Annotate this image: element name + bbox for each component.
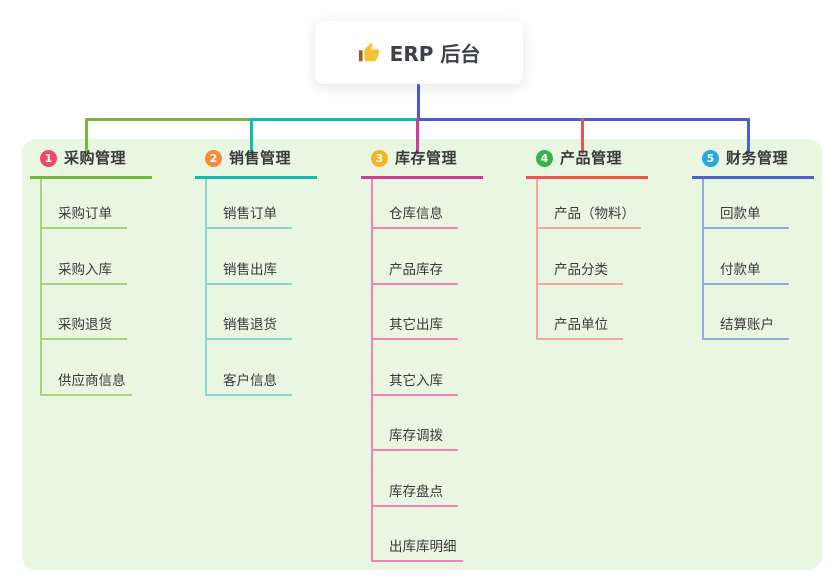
child-node-label: 供应商信息 bbox=[42, 373, 132, 396]
root-node[interactable]: ERP 后台 bbox=[315, 21, 523, 84]
drop-line-inventory bbox=[416, 118, 419, 154]
branch-number-badge: 5 bbox=[702, 149, 719, 167]
child-node-label: 其它出库 bbox=[373, 317, 458, 340]
child-node-label: 付款单 bbox=[704, 262, 789, 285]
branch-label: 采购管理 bbox=[64, 149, 127, 167]
drop-line-product bbox=[581, 118, 584, 154]
branch-number-badge: 2 bbox=[205, 149, 222, 167]
branch-purchase-children: 采购订单 采购入库 采购退货 供应商信息 bbox=[40, 179, 190, 396]
branch-product-header[interactable]: 4 产品管理 bbox=[526, 148, 648, 179]
child-node[interactable]: 其它出库 bbox=[373, 285, 521, 340]
child-node-label: 销售订单 bbox=[207, 206, 292, 229]
child-node[interactable]: 产品单位 bbox=[538, 285, 686, 340]
branch-number-badge: 1 bbox=[40, 149, 57, 167]
branch-purchase-header[interactable]: 1 采购管理 bbox=[30, 148, 152, 179]
child-node-label: 产品分类 bbox=[538, 262, 623, 285]
child-node[interactable]: 产品库存 bbox=[373, 229, 521, 285]
drop-line-finance bbox=[747, 118, 750, 154]
child-node-label: 产品（物料） bbox=[538, 206, 641, 229]
child-node[interactable]: 采购订单 bbox=[42, 179, 190, 229]
branch-number-badge: 4 bbox=[536, 149, 553, 167]
drop-line-purchase bbox=[85, 118, 88, 154]
child-node-label: 结算账户 bbox=[704, 317, 789, 340]
branches-panel bbox=[22, 139, 822, 570]
child-node[interactable]: 库存盘点 bbox=[373, 451, 521, 507]
child-node[interactable]: 销售订单 bbox=[207, 179, 355, 229]
child-node-label: 产品库存 bbox=[373, 262, 458, 285]
child-node-label: 其它入库 bbox=[373, 373, 458, 396]
branch-purchase: 1 采购管理 采购订单 采购入库 采购退货 供应商信息 bbox=[30, 148, 190, 396]
bus-line-sales bbox=[250, 118, 418, 121]
child-node-label: 回款单 bbox=[704, 206, 789, 229]
child-node[interactable]: 供应商信息 bbox=[42, 340, 190, 396]
child-node-label: 采购入库 bbox=[42, 262, 127, 285]
child-node-label: 销售出库 bbox=[207, 262, 292, 285]
child-node-label: 产品单位 bbox=[538, 317, 623, 340]
branch-inventory-children: 仓库信息 产品库存 其它出库 其它入库 库存调拨 库存盘点 出库库明细 bbox=[371, 179, 521, 562]
branch-label: 库存管理 bbox=[395, 149, 458, 167]
child-node-label: 出库库明细 bbox=[373, 539, 463, 562]
branch-inventory: 3 库存管理 仓库信息 产品库存 其它出库 其它入库 库存调拨 库存盘点 出库库… bbox=[361, 148, 521, 562]
branch-finance-header[interactable]: 5 财务管理 bbox=[692, 148, 814, 179]
branch-inventory-header[interactable]: 3 库存管理 bbox=[361, 148, 483, 179]
child-node[interactable]: 付款单 bbox=[704, 229, 839, 285]
branch-label: 产品管理 bbox=[560, 149, 623, 167]
child-node-label: 采购退货 bbox=[42, 317, 127, 340]
branch-number-badge: 3 bbox=[371, 149, 388, 167]
child-node[interactable]: 客户信息 bbox=[207, 340, 355, 396]
child-node[interactable]: 其它入库 bbox=[373, 340, 521, 396]
drop-line-sales bbox=[250, 118, 253, 154]
root-node-label: ERP 后台 bbox=[389, 42, 481, 66]
child-node-label: 客户信息 bbox=[207, 373, 292, 396]
branch-label: 销售管理 bbox=[229, 149, 292, 167]
child-node[interactable]: 销售出库 bbox=[207, 229, 355, 285]
child-node[interactable]: 回款单 bbox=[704, 179, 839, 229]
branch-sales: 2 销售管理 销售订单 销售出库 销售退货 客户信息 bbox=[195, 148, 355, 396]
branch-finance-children: 回款单 付款单 结算账户 bbox=[702, 179, 839, 340]
branch-finance: 5 财务管理 回款单 付款单 结算账户 bbox=[692, 148, 839, 340]
child-node-label: 库存调拨 bbox=[373, 428, 458, 451]
child-node[interactable]: 销售退货 bbox=[207, 285, 355, 340]
branch-label: 财务管理 bbox=[726, 149, 789, 167]
child-node-label: 采购订单 bbox=[42, 206, 127, 229]
thumbs-up-icon bbox=[358, 42, 380, 64]
branch-sales-children: 销售订单 销售出库 销售退货 客户信息 bbox=[205, 179, 355, 396]
root-connector-line bbox=[417, 84, 420, 120]
child-node-label: 库存盘点 bbox=[373, 484, 458, 507]
child-node-label: 仓库信息 bbox=[373, 206, 458, 229]
child-node[interactable]: 结算账户 bbox=[704, 285, 839, 340]
branch-product: 4 产品管理 产品（物料） 产品分类 产品单位 bbox=[526, 148, 686, 340]
branch-sales-header[interactable]: 2 销售管理 bbox=[195, 148, 317, 179]
child-node-label: 销售退货 bbox=[207, 317, 292, 340]
child-node[interactable]: 仓库信息 bbox=[373, 179, 521, 229]
child-node[interactable]: 产品（物料） bbox=[538, 179, 686, 229]
child-node[interactable]: 采购退货 bbox=[42, 285, 190, 340]
child-node[interactable]: 产品分类 bbox=[538, 229, 686, 285]
branch-product-children: 产品（物料） 产品分类 产品单位 bbox=[536, 179, 686, 340]
child-node[interactable]: 出库库明细 bbox=[373, 507, 521, 562]
bus-line-purchase bbox=[85, 118, 253, 121]
child-node[interactable]: 采购入库 bbox=[42, 229, 190, 285]
child-node[interactable]: 库存调拨 bbox=[373, 396, 521, 451]
